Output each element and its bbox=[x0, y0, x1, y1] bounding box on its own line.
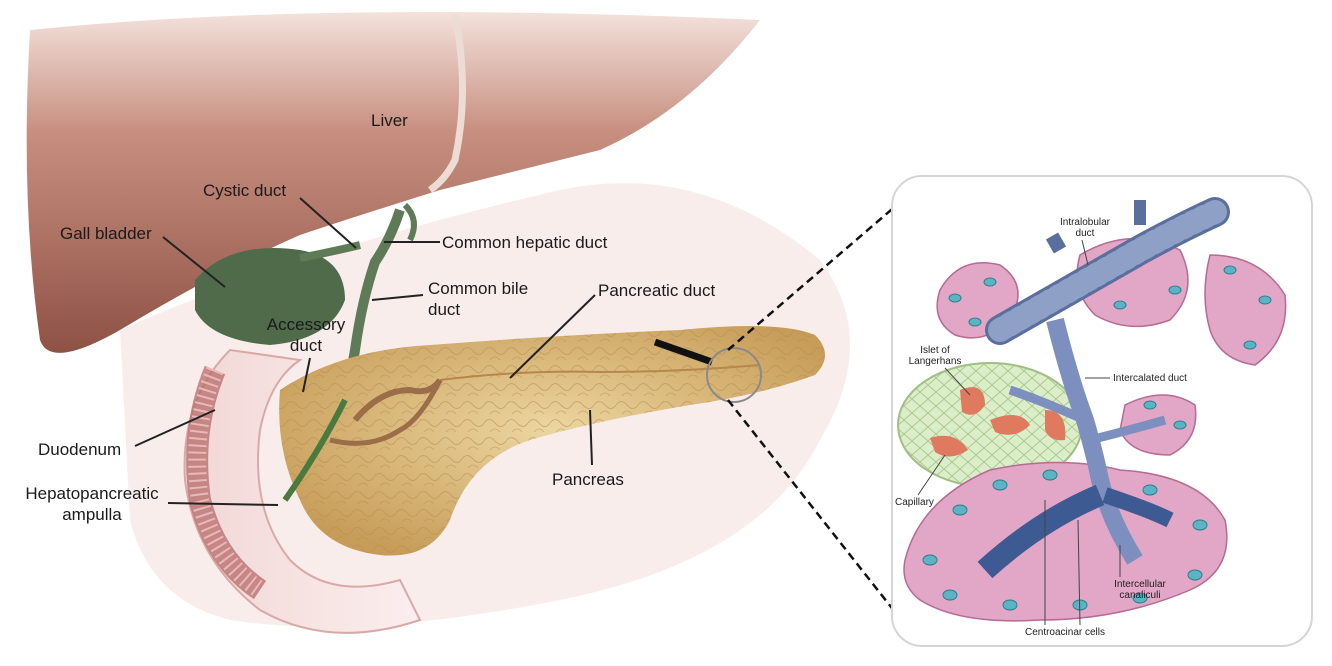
label-gall-bladder: Gall bladder bbox=[60, 224, 152, 243]
capillary-1 bbox=[960, 387, 985, 415]
leader-lines bbox=[134, 197, 596, 506]
label-centroacinar-cells: Centroacinar cells bbox=[1024, 627, 1106, 638]
cystic-duct-shape bbox=[299, 241, 361, 262]
label-islet-2: Langerhans bbox=[908, 356, 962, 367]
label-common-bile-duct-2: duct bbox=[428, 300, 461, 319]
magnifier-handle bbox=[653, 338, 714, 366]
falciform-ligament bbox=[427, 14, 466, 193]
label-intralobular-1: Intralobular bbox=[1059, 217, 1111, 228]
capillary-4 bbox=[1045, 410, 1066, 441]
inset-ducts bbox=[977, 197, 1230, 579]
label-accessory-duct-1: Accessory bbox=[266, 315, 346, 334]
acinar-nuclei bbox=[922, 245, 1272, 611]
gall-bladder-shape bbox=[195, 248, 345, 345]
accessory-duct-shape bbox=[352, 378, 443, 422]
label-duodenum: Duodenum bbox=[38, 440, 122, 459]
label-intercalated-duct: Intercalated duct bbox=[1113, 373, 1187, 384]
label-intercellular-1: Intercellular bbox=[1114, 579, 1166, 590]
label-islet-1: Islet of bbox=[920, 345, 950, 356]
label-cystic-duct: Cystic duct bbox=[203, 181, 287, 200]
label-pancreatic-duct: Pancreatic duct bbox=[598, 281, 716, 300]
label-liver: Liver bbox=[371, 111, 408, 130]
magnifier-lens bbox=[706, 347, 762, 403]
capillary-3 bbox=[930, 435, 968, 457]
pancreatic-duct-shape bbox=[439, 364, 761, 381]
zoom-line-bottom bbox=[727, 399, 896, 613]
label-hepatopancreatic-1: Hepatopancreatic bbox=[25, 484, 159, 503]
label-intralobular-2: duct bbox=[1075, 228, 1095, 239]
inset-leader-lines bbox=[917, 239, 1121, 626]
label-common-hepatic-duct: Common hepatic duct bbox=[442, 233, 608, 252]
label-capillary: Capillary bbox=[895, 497, 934, 508]
label-pancreas: Pancreas bbox=[552, 470, 624, 489]
duodenum-wall bbox=[186, 365, 267, 600]
capillary-2 bbox=[990, 415, 1030, 435]
hepatic-duct-shape bbox=[402, 202, 417, 242]
label-common-bile-duct-1: Common bile bbox=[428, 279, 529, 298]
pancreas-lobules bbox=[279, 326, 826, 556]
main-duct-head bbox=[329, 378, 443, 446]
ampulla-duct-shape bbox=[282, 398, 348, 502]
label-intercellular-2: canaliculi bbox=[1119, 590, 1161, 601]
label-accessory-duct-2: duct bbox=[289, 336, 323, 355]
label-hepatopancreatic-2: ampulla bbox=[62, 505, 122, 524]
